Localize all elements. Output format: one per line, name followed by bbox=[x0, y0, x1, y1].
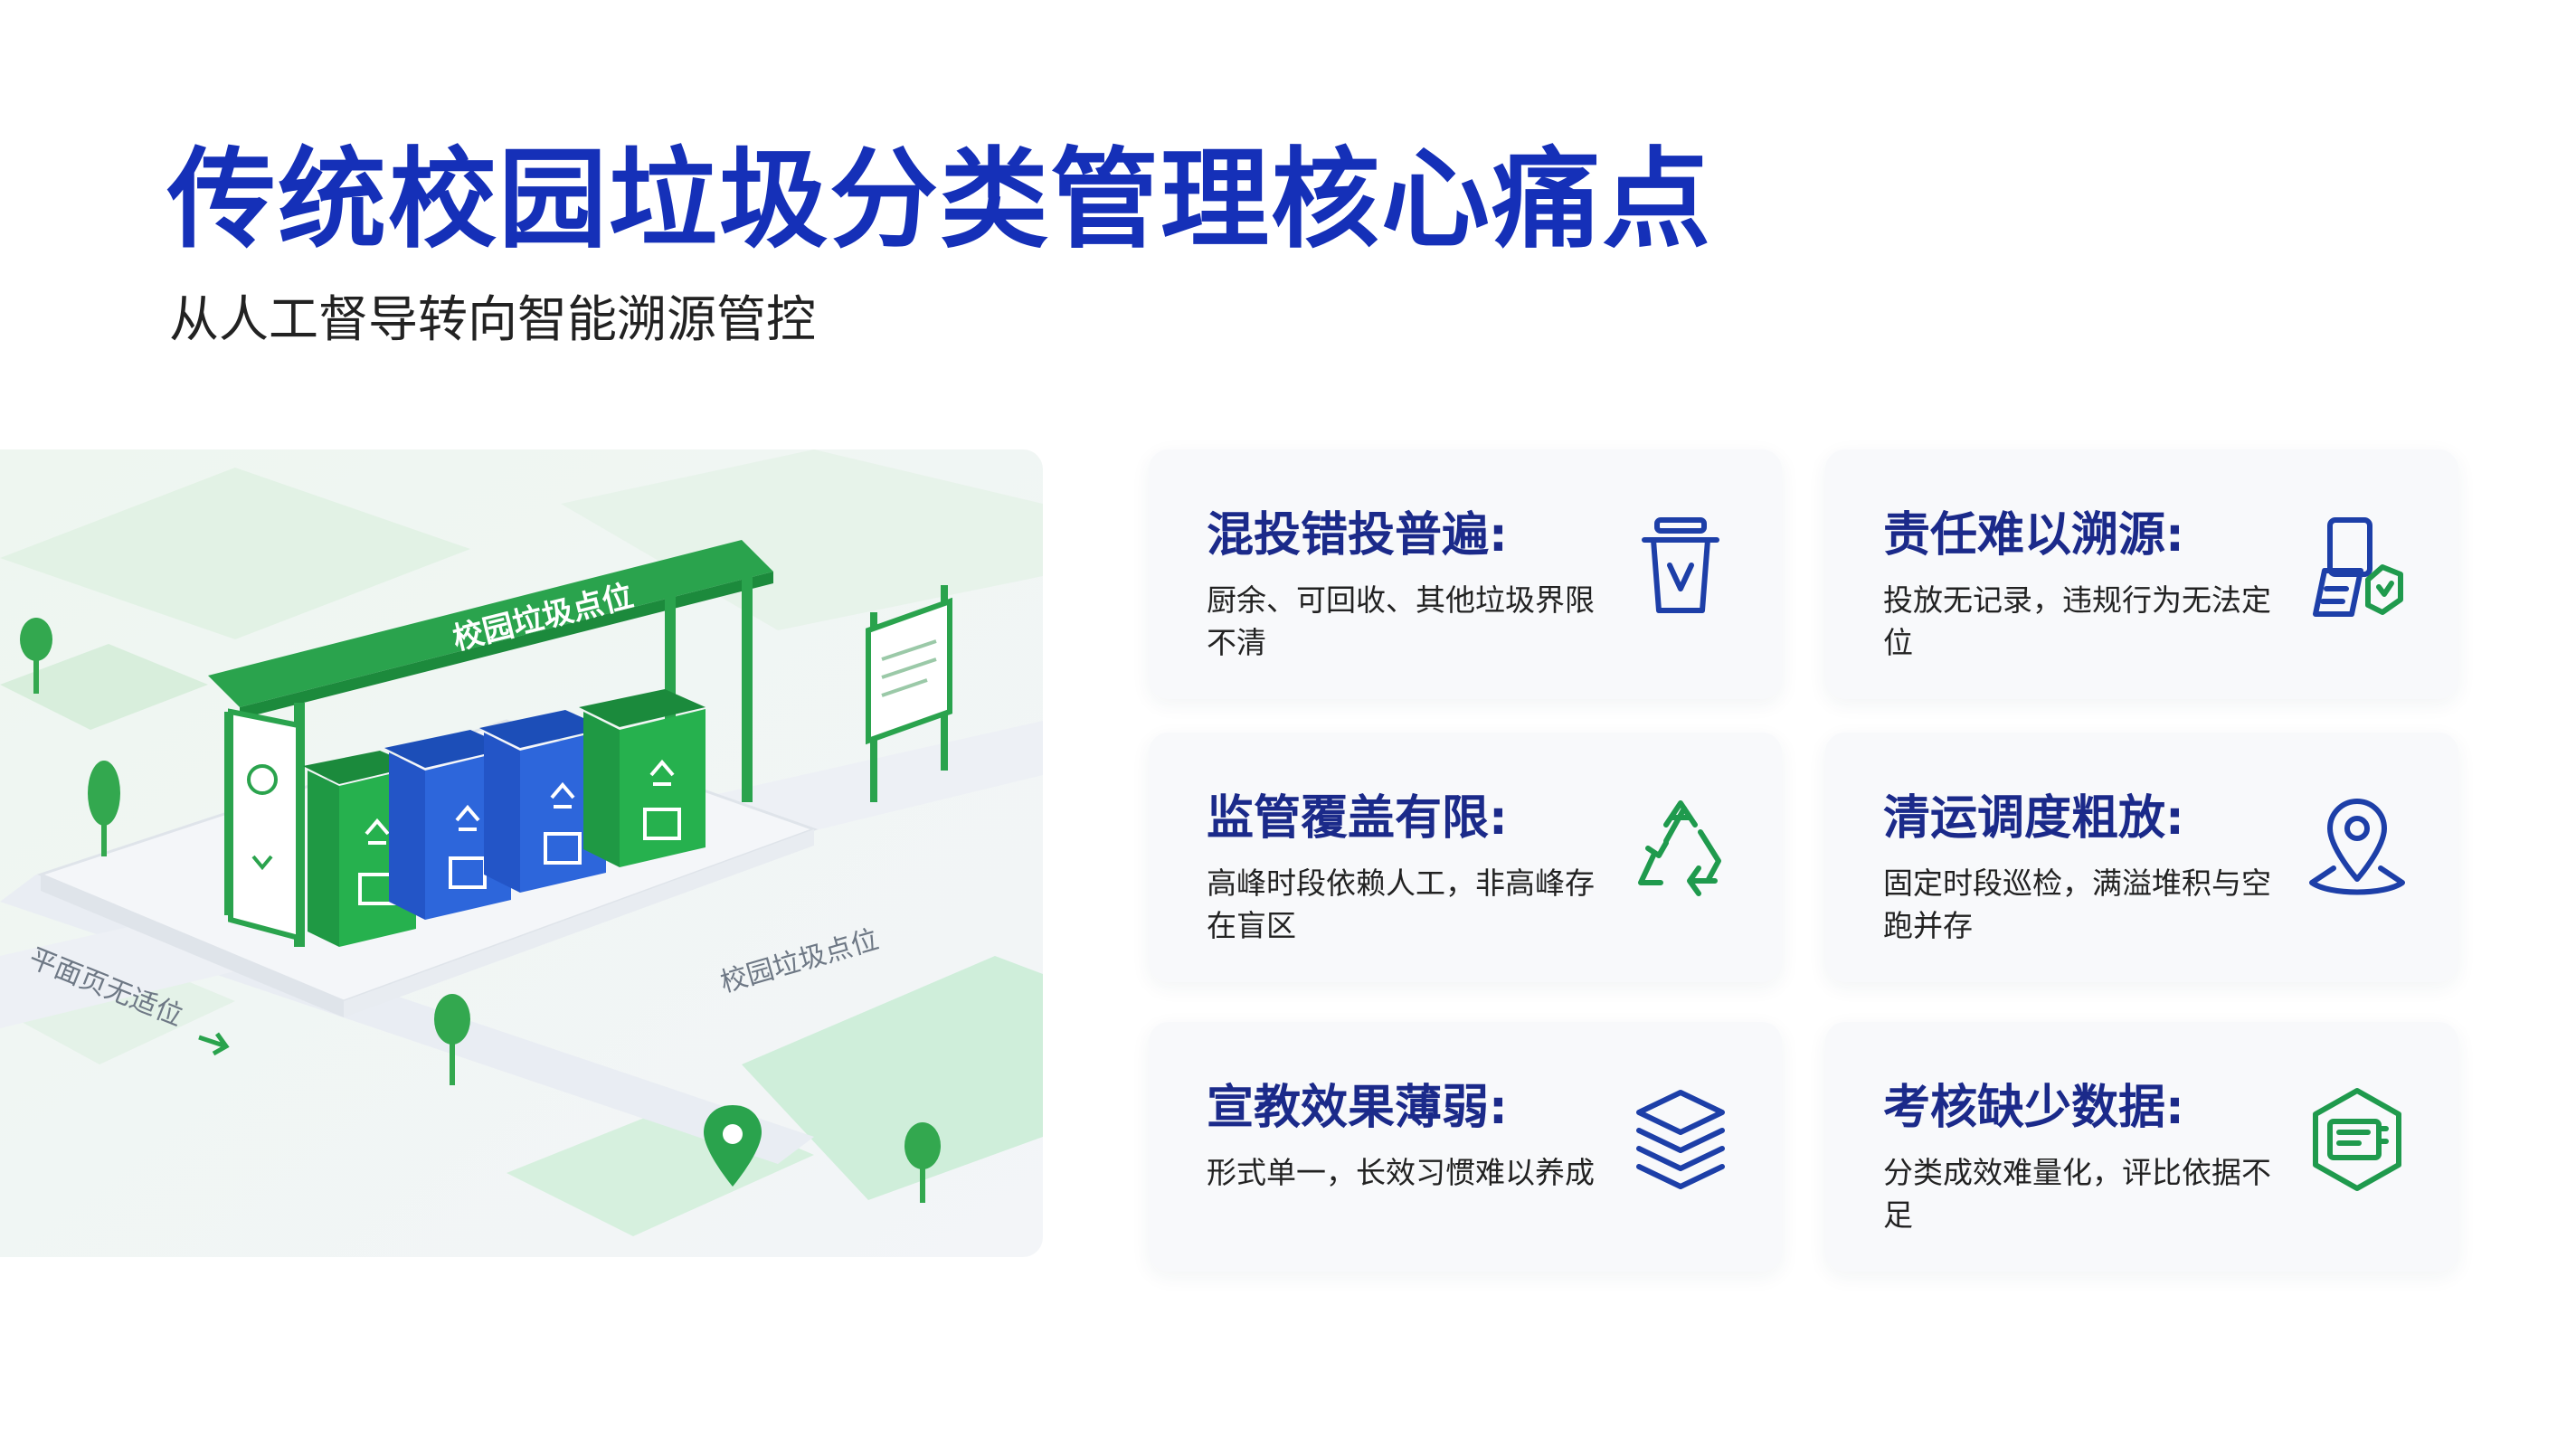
card-title: 混投错投普遍: bbox=[1207, 508, 1508, 563]
pain-point-card-collection-scheduling: 清运调度粗放: 固定时段巡检，满溢堆积与空跑并存 bbox=[1825, 733, 2458, 982]
card-description: 高峰时段依赖人工，非高峰存在盲区 bbox=[1207, 865, 1595, 943]
card-description: 厨余、可回收、其他垃圾界限不清 bbox=[1207, 582, 1595, 660]
page-subtitle: 从人工督导转向智能溯源管控 bbox=[169, 290, 817, 348]
card-description: 形式单一，长效习惯难以养成 bbox=[1207, 1155, 1595, 1190]
layers-icon bbox=[1626, 1085, 1735, 1194]
card-title: 考核缺少数据: bbox=[1883, 1081, 2184, 1135]
location-pin-icon bbox=[2303, 796, 2411, 904]
pain-point-card-responsibility-tracing: 责任难以溯源: 投放无记录，违规行为无法定位 bbox=[1825, 449, 2458, 699]
pain-point-card-assessment-data: 考核缺少数据: 分类成效难量化，评比依据不足 bbox=[1825, 1022, 2458, 1272]
card-description: 分类成效难量化，评比依据不足 bbox=[1883, 1155, 2271, 1233]
card-description: 投放无记录，违规行为无法定位 bbox=[1883, 582, 2271, 660]
card-description: 固定时段巡检，满溢堆积与空跑并存 bbox=[1883, 865, 2271, 943]
data-hexagon-icon bbox=[2303, 1085, 2411, 1194]
card-title: 清运调度粗放: bbox=[1883, 791, 2184, 846]
document-tracking-icon bbox=[2303, 513, 2411, 621]
card-title: 责任难以溯源: bbox=[1883, 508, 2184, 563]
pain-point-card-mixed-disposal: 混投错投普遍: 厨余、可回收、其他垃圾界限不清 bbox=[1149, 449, 1782, 699]
page-title: 传统校园垃圾分类管理核心痛点 bbox=[167, 137, 1712, 263]
campus-garbage-station-illustration: 校园垃圾点位 bbox=[0, 449, 1043, 1257]
pain-point-card-education-effect: 宣教效果薄弱: 形式单一，长效习惯难以养成 bbox=[1149, 1022, 1782, 1272]
card-title: 监管覆盖有限: bbox=[1207, 791, 1508, 846]
pain-point-card-supervision-coverage: 监管覆盖有限: 高峰时段依赖人工，非高峰存在盲区 bbox=[1149, 733, 1782, 982]
card-title: 宣教效果薄弱: bbox=[1207, 1081, 1508, 1135]
recycle-icon bbox=[1626, 796, 1735, 904]
trash-bin-icon bbox=[1626, 513, 1735, 621]
